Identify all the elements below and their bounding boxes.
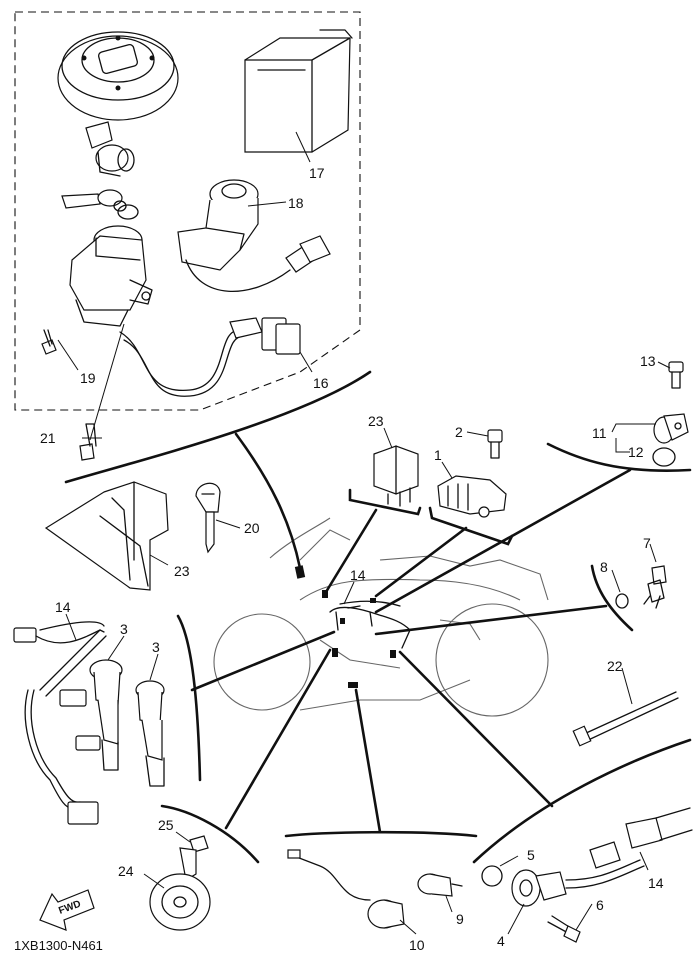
callout-4: 4 — [497, 933, 505, 949]
callout-5: 5 — [527, 847, 535, 863]
part-3-coil-left — [89, 659, 123, 771]
part-7-sensor — [643, 565, 667, 609]
callout-20: 21 — [40, 430, 56, 446]
callout-3-right: 3 — [152, 639, 160, 655]
part-21-cable-tie — [572, 691, 679, 747]
kit-boundary — [14, 11, 361, 411]
callout-23: 23 — [368, 413, 384, 429]
seat-lock — [85, 121, 135, 177]
callouts: 17 18 19 16 21 20 23 23 1 2 13 11 12 7 8… — [40, 165, 664, 953]
fuel-cap — [57, 31, 179, 121]
part-9-switch — [417, 873, 463, 897]
callout-22: 23 — [174, 563, 190, 579]
part-4-sensor — [511, 869, 567, 907]
part-2-bolt — [487, 429, 503, 459]
callout-6: 6 — [596, 897, 604, 913]
callout-8: 8 — [600, 559, 608, 575]
callout-9: 9 — [456, 911, 464, 927]
part-25-nut — [189, 835, 209, 853]
part-3-coil-right — [135, 680, 165, 787]
callout-25: 25 — [158, 817, 174, 833]
part-6-bolt — [547, 915, 581, 943]
callout-19: 20 — [244, 520, 260, 536]
callout-14-center: 14 — [350, 567, 366, 583]
part-1-sensor — [437, 475, 507, 518]
callout-15: 16 — [313, 375, 329, 391]
drawing-code: 1XB1300-N461 — [14, 938, 103, 953]
part-12-oring — [652, 447, 676, 467]
main-switch-keys — [61, 189, 139, 220]
part-13-bolt — [668, 361, 684, 389]
callout-13: 13 — [640, 353, 656, 369]
callout-2: 2 — [455, 424, 463, 440]
callout-21: 22 — [607, 658, 623, 674]
switch-harness — [119, 317, 301, 397]
part-10-switch — [287, 849, 405, 929]
callout-14-left: 14 — [55, 599, 71, 615]
leader-lines — [57, 131, 671, 935]
part-19-key — [195, 482, 221, 554]
part-11-sensor — [653, 413, 689, 444]
part-8-washer — [615, 593, 629, 609]
callout-17: 18 — [288, 195, 304, 211]
part-24-horn — [149, 847, 211, 931]
motorcycle-outline — [213, 517, 549, 717]
callout-11: 11 — [592, 425, 607, 441]
part-18-bolt — [41, 329, 57, 355]
part-5-oring — [481, 865, 503, 887]
left-harness-14 — [13, 621, 107, 825]
callout-16: 17 — [309, 165, 325, 181]
callout-18: 19 — [80, 370, 96, 386]
ignition-switch — [177, 179, 331, 292]
callout-1: 1 — [434, 447, 442, 463]
main-switch — [69, 225, 153, 327]
center-harness — [329, 600, 411, 658]
ecu-box — [244, 29, 353, 153]
part-23-relay — [373, 445, 419, 507]
leader-20 — [89, 323, 125, 441]
part-22-bracket — [44, 481, 169, 591]
callout-10: 10 — [409, 937, 425, 953]
group-brackets — [64, 370, 692, 864]
fwd-arrow-icon: FWD — [39, 889, 95, 931]
callout-14-bottom: 14 — [648, 875, 664, 891]
part-20-bolt — [79, 423, 97, 461]
callout-24: 24 — [118, 863, 134, 879]
bottom-harness-14 — [565, 807, 693, 889]
callout-7: 7 — [643, 535, 651, 551]
callout-3-left: 3 — [120, 621, 128, 637]
callout-12: 12 — [628, 444, 644, 460]
